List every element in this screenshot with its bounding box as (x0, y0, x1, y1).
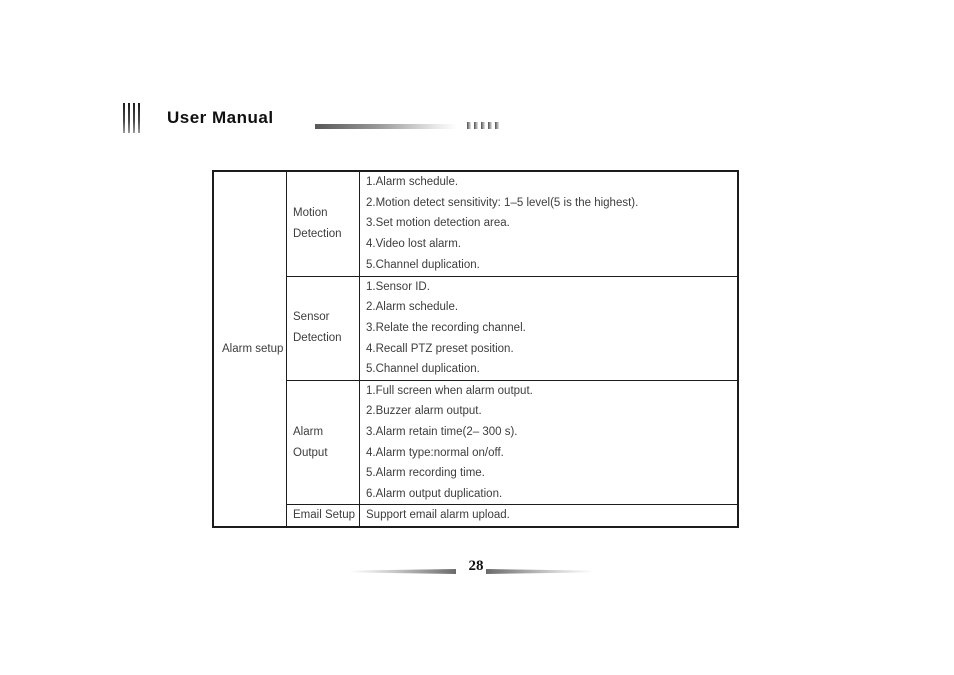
header-gradient-rule (315, 124, 457, 129)
alarm-setup-table: Alarm setup Motion Detection 1.Alarm sch… (212, 170, 739, 528)
row-label-cell: Email Setup (287, 505, 360, 526)
quad-bars-icon (123, 103, 140, 133)
page-number: 28 (468, 558, 484, 574)
tick-glyph (495, 122, 499, 129)
list-item: 4.Recall PTZ preset position. (366, 342, 514, 355)
row-content-cell: 1.Alarm schedule. 2.Motion detect sensit… (360, 172, 737, 276)
row-content-cell: 1.Full screen when alarm output. 2.Buzze… (360, 381, 737, 504)
tick-glyph (467, 122, 471, 129)
row-label-line: Detection (293, 332, 342, 345)
header-tick-marks (467, 122, 499, 129)
table-row-sensor-detection: Sensor Detection 1.Sensor ID. 2.Alarm sc… (287, 276, 737, 381)
list-item: 2.Alarm schedule. (366, 301, 459, 314)
group-label: Alarm setup (222, 343, 284, 355)
bar-glyph (123, 103, 125, 133)
row-label-line: Alarm (293, 425, 324, 438)
row-label-cell: Motion Detection (287, 172, 360, 276)
table-row-motion-detection: Motion Detection 1.Alarm schedule. 2.Mot… (287, 172, 737, 277)
row-label-line: Email Setup (293, 509, 356, 521)
list-item: 5.Alarm recording time. (366, 467, 485, 480)
list-item: 1.Alarm schedule. (366, 176, 459, 189)
row-label-line: Output (293, 446, 328, 459)
row-content-cell: 1.Sensor ID. 2.Alarm schedule. 3.Relate … (360, 277, 737, 381)
table-row-email-setup: Email Setup Support email alarm upload. (287, 505, 737, 526)
row-label-line: Sensor (293, 311, 330, 324)
row-content-cell: Support email alarm upload. (360, 505, 737, 526)
tick-glyph (488, 122, 492, 129)
list-item: 5.Channel duplication. (366, 363, 480, 376)
table-row-alarm-output: Alarm Output 1.Full screen when alarm ou… (287, 381, 737, 505)
list-item: 3.Set motion detection area. (366, 217, 510, 230)
tick-glyph (474, 122, 478, 129)
bar-glyph (138, 103, 140, 133)
footer-gradient-rule-left (349, 569, 456, 574)
bar-glyph (128, 103, 130, 133)
list-item: 4.Alarm type:normal on/off. (366, 446, 504, 459)
row-label-line: Detection (293, 227, 342, 240)
list-item: 2.Buzzer alarm output. (366, 405, 482, 418)
list-item: 2.Motion detect sensitivity: 1–5 level(5… (366, 196, 639, 209)
list-item: 3.Relate the recording channel. (366, 321, 526, 334)
footer-gradient-rule-right (486, 569, 594, 574)
table-body: Motion Detection 1.Alarm schedule. 2.Mot… (287, 172, 737, 526)
list-item: 3.Alarm retain time(2– 300 s). (366, 425, 518, 438)
list-item: Support email alarm upload. (366, 509, 510, 522)
bar-glyph (133, 103, 135, 133)
list-item: 6.Alarm output duplication. (366, 487, 503, 500)
row-label-line: Motion (293, 206, 328, 219)
row-label-cell: Sensor Detection (287, 276, 360, 380)
list-item: 1.Full screen when alarm output. (366, 384, 533, 397)
table-group-cell: Alarm setup (214, 172, 287, 526)
page-title: User Manual (167, 108, 274, 127)
list-item: 4.Video lost alarm. (366, 238, 462, 251)
list-item: 1.Sensor ID. (366, 280, 430, 293)
list-item: 5.Channel duplication. (366, 258, 480, 271)
row-label-cell: Alarm Output (287, 381, 360, 504)
tick-glyph (481, 122, 485, 129)
